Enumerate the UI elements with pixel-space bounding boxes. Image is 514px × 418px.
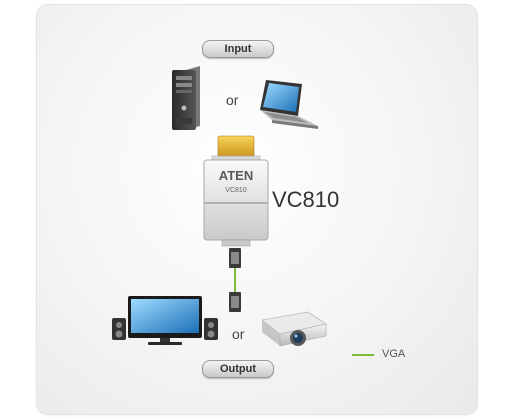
monitor-icon: [128, 296, 202, 345]
projector-icon: [261, 311, 327, 347]
laptop-icon: [260, 80, 318, 129]
model-label: VC810: [272, 187, 340, 212]
or-label-top: or: [226, 92, 239, 108]
speaker-icon: [204, 318, 218, 340]
legend-vga-line: [352, 354, 374, 356]
vga-cable: [229, 248, 241, 312]
desktop-tower-icon: [172, 66, 200, 130]
or-label-bottom: or: [232, 326, 245, 342]
converter-device-icon: ATEN VC810: [203, 135, 269, 247]
legend-vga-label: VGA: [382, 348, 406, 360]
device-brand: ATEN: [219, 168, 253, 183]
speaker-icon: [112, 318, 126, 340]
device-model: VC810: [225, 187, 247, 194]
output-label: Output: [202, 360, 274, 378]
input-label: Input: [202, 40, 274, 58]
